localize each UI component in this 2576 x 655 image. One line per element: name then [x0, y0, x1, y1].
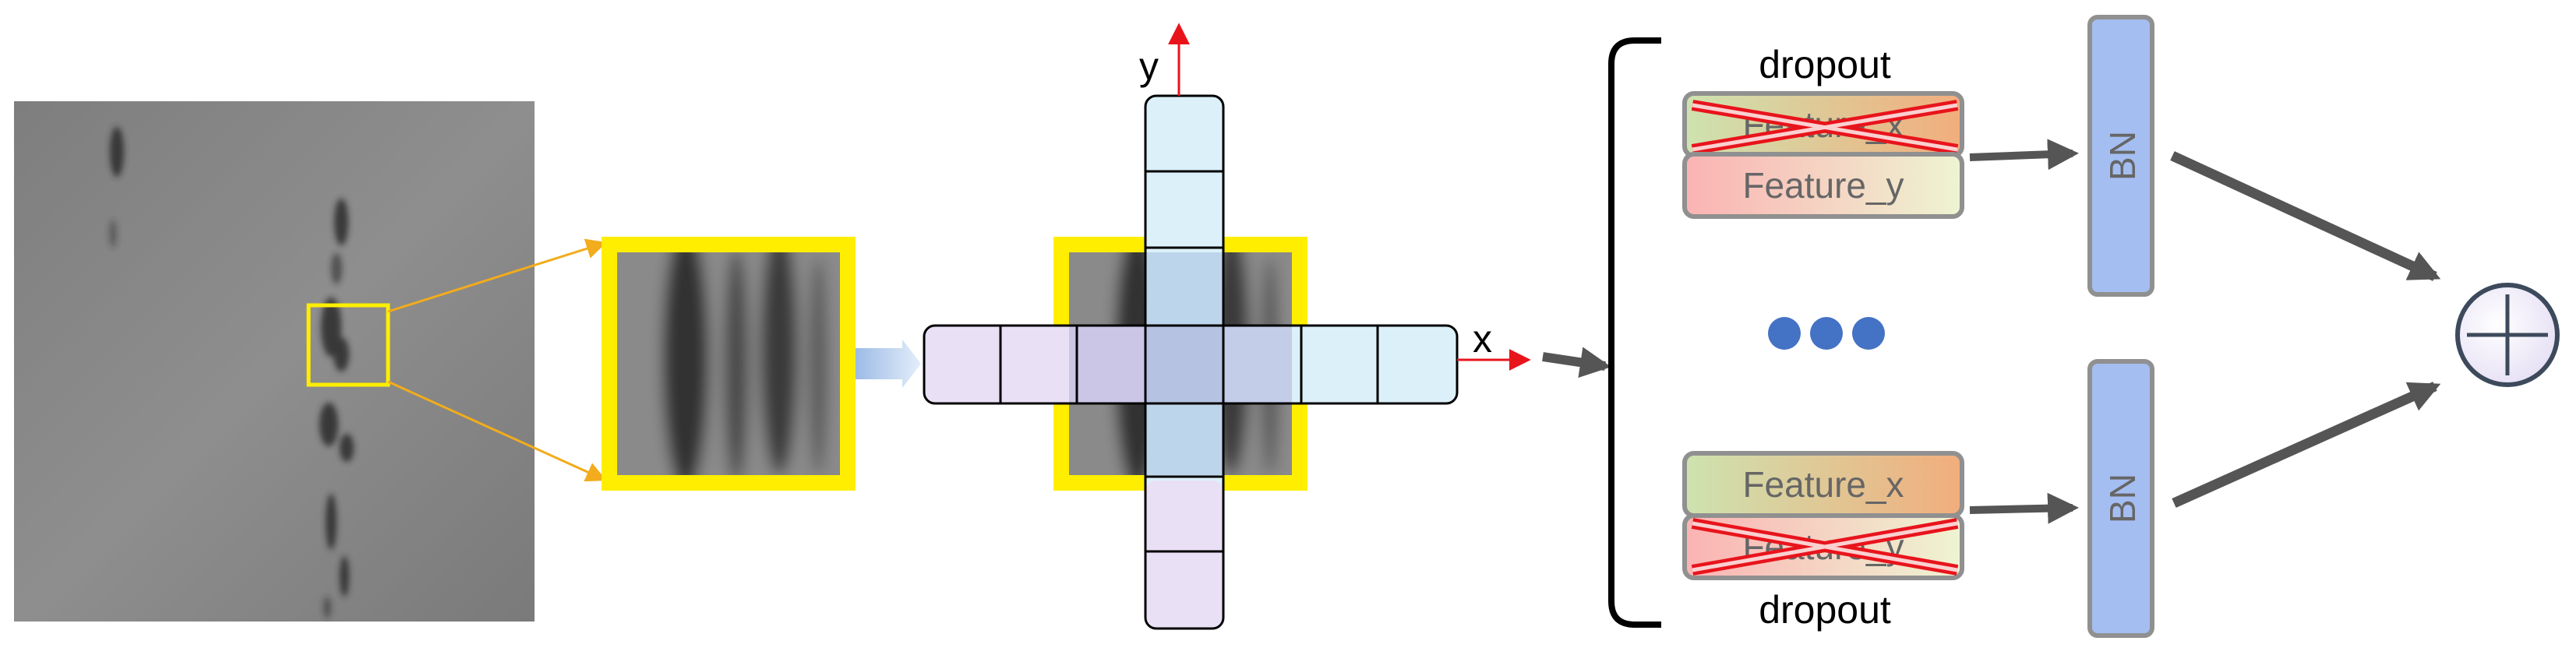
arrow-to-bn-top [1969, 139, 2079, 171]
x-axis-label: x [1473, 317, 1492, 361]
y-axis-label: y [1139, 44, 1159, 88]
branch-ellipsis [1768, 317, 1885, 350]
sum-node [2455, 283, 2560, 387]
feature-y-block-top: Feature_y [1682, 152, 1964, 219]
crop-region-highlight [306, 303, 390, 387]
feature-x-block-bottom: Feature_x [1682, 451, 1964, 518]
dropout-label-top: dropout [1759, 43, 1891, 86]
block-arrow [856, 340, 921, 388]
crop-arrow-top [387, 238, 607, 313]
crop-arrow-bottom [387, 380, 607, 482]
arrow-to-bn-bottom [1969, 492, 2079, 524]
bn-label-bottom: BN [2102, 474, 2143, 523]
arrow-to-sum-top [2170, 151, 2441, 281]
bn-block-bottom: BN [2087, 359, 2154, 638]
raw-image [14, 101, 535, 622]
feature-x-label-bottom: Feature_x [1742, 464, 1904, 505]
bn-label-top: BN [2102, 131, 2143, 181]
dropout-label-bottom: dropout [1759, 588, 1891, 632]
input-arrow [1542, 347, 1611, 379]
dropout-cross-top [1691, 100, 1959, 155]
bn-block-top: BN [2087, 15, 2154, 297]
arrow-to-sum-bottom [2172, 382, 2441, 508]
cross-projection [923, 94, 1459, 630]
feature-y-label-top: Feature_y [1742, 165, 1904, 206]
branch-bracket [1608, 37, 1661, 628]
zoomed-crop [602, 237, 856, 491]
dropout-cross-bottom [1691, 518, 1959, 576]
